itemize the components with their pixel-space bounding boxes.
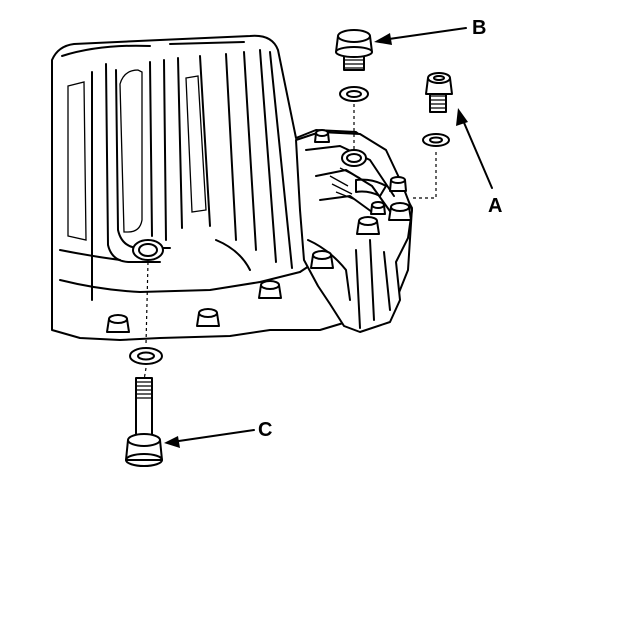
callout-label-c: C <box>258 419 272 441</box>
drain-hole <box>132 239 164 261</box>
drain-plug-washer <box>129 347 163 365</box>
callout-arrow-c <box>164 429 255 448</box>
check-bolt <box>425 72 453 113</box>
drain-bolt <box>125 377 163 467</box>
fill-plug-washer <box>339 86 369 102</box>
differential-housing <box>295 131 413 333</box>
case-bolts <box>106 129 412 333</box>
callout-label-b: B <box>472 17 486 39</box>
callout-arrow-a <box>456 108 493 189</box>
check-bolt-washer <box>422 133 450 147</box>
assembly-guidelines <box>143 104 437 381</box>
fill-plug <box>335 29 373 71</box>
callout-label-a: A <box>488 195 502 217</box>
fill-hole <box>341 149 367 167</box>
callout-arrow-b <box>374 27 467 45</box>
